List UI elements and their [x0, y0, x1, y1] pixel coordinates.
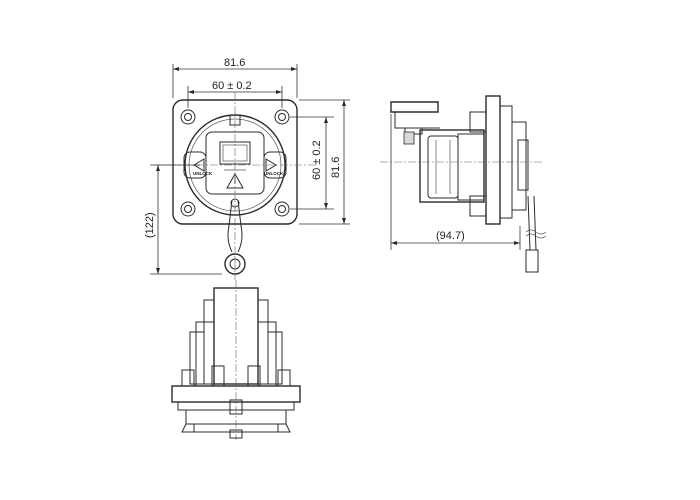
side-nut-bottom: [469, 195, 487, 217]
top-view: [171, 280, 301, 440]
dim-depth: (94.7): [390, 114, 521, 250]
dim-label-81-6-top: 81.6: [224, 57, 245, 69]
unlock-label-left: UNLOCK: [193, 171, 213, 176]
dim-label-81-6-right: 81.6: [330, 157, 342, 178]
unlock-label-right: UNLOCK: [264, 171, 284, 176]
dim-label-94-7: (94.7): [436, 230, 465, 242]
tether-strap: [227, 199, 233, 253]
rear-cap: [390, 101, 439, 113]
front-view: UNLOCK UNLOCK 81.6 60 ± 0.2: [144, 57, 350, 280]
dim-flange-height: 81.6: [299, 99, 350, 225]
dim-label-60-top: 60 ± 0.2: [212, 80, 252, 92]
dim-hole-spacing-v: 60 ± 0.2: [290, 116, 334, 210]
side-collar: [511, 121, 527, 211]
side-tether-ring: [525, 249, 539, 273]
dim-hole-spacing-h: 60 ± 0.2: [187, 80, 283, 108]
mounting-holes: [180, 109, 290, 217]
dim-flange-width: 81.6: [172, 57, 298, 98]
side-tether: [527, 195, 531, 251]
dim-label-60-right: 60 ± 0.2: [311, 140, 323, 180]
side-view: (94.7): [380, 95, 547, 273]
side-body: [419, 129, 485, 203]
side-latch: [403, 131, 415, 145]
side-nut-top: [469, 111, 487, 133]
side-flange: [485, 95, 501, 225]
dim-total-height: (122): [144, 164, 222, 275]
dim-label-122: (122): [144, 212, 156, 238]
